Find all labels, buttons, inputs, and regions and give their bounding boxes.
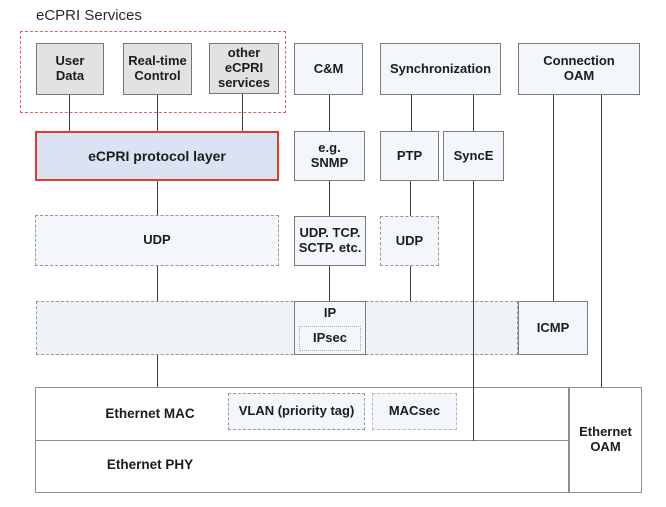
box-user-data: User Data [36,43,104,95]
box-snmp: e.g. SNMP [294,131,365,181]
ethernet-mac-label: Ethernet MAC [105,406,195,421]
diagram-title: eCPRI Services [36,7,142,24]
connector-realtime-ecpri [157,95,158,131]
connector-synce-ethernet [473,181,474,441]
box-cm: C&M [294,43,363,95]
connector-ipband-mac [157,355,158,387]
box-connection-oam: Connection OAM [518,43,640,95]
box-synce: SyncE [443,131,504,181]
connector-udp-ipband [157,266,158,301]
box-ptp: PTP [380,131,439,181]
connector-udptcp-ip [329,266,330,301]
connector-connoam-ethoam [601,95,602,387]
connector-snmp-udptcp [329,181,330,216]
box-other-ecpri-services: other eCPRI services [209,43,279,94]
box-udp-tcp-sctp: UDP. TCP. SCTP. etc. [294,216,366,266]
box-ecpri-protocol-layer: eCPRI protocol layer [35,131,279,181]
connector-sync-synce [473,95,474,131]
connector-userdata-ecpri [69,95,70,131]
box-realtime-control: Real-time Control [123,43,192,95]
ethernet-phy-label: Ethernet PHY [106,457,194,472]
box-synchronization: Synchronization [380,43,501,95]
ip-label: IP [323,305,337,320]
box-ipsec: IPsec [299,326,361,351]
box-ip: IP IPsec [294,301,366,355]
connector-connoam-icmp [553,95,554,301]
box-ethernet-oam: Ethernet OAM [569,387,642,493]
box-icmp: ICMP [518,301,588,355]
box-udp-main: UDP [35,215,279,266]
connector-ptp-udpsmall [410,181,411,216]
box-macsec: MACsec [372,393,457,430]
ip-layer-band [36,301,518,355]
connector-ecpri-udp [157,181,158,215]
connector-cm-snmp [329,95,330,131]
connector-other-ecpri [242,94,243,131]
connector-udpsmall-ipband [410,266,411,301]
box-vlan: VLAN (priority tag) [228,393,365,430]
box-ethernet-phy [35,440,569,493]
ecpri-services-group-outline [20,31,286,113]
connector-sync-ptp [411,95,412,131]
box-udp-small: UDP [380,216,439,266]
